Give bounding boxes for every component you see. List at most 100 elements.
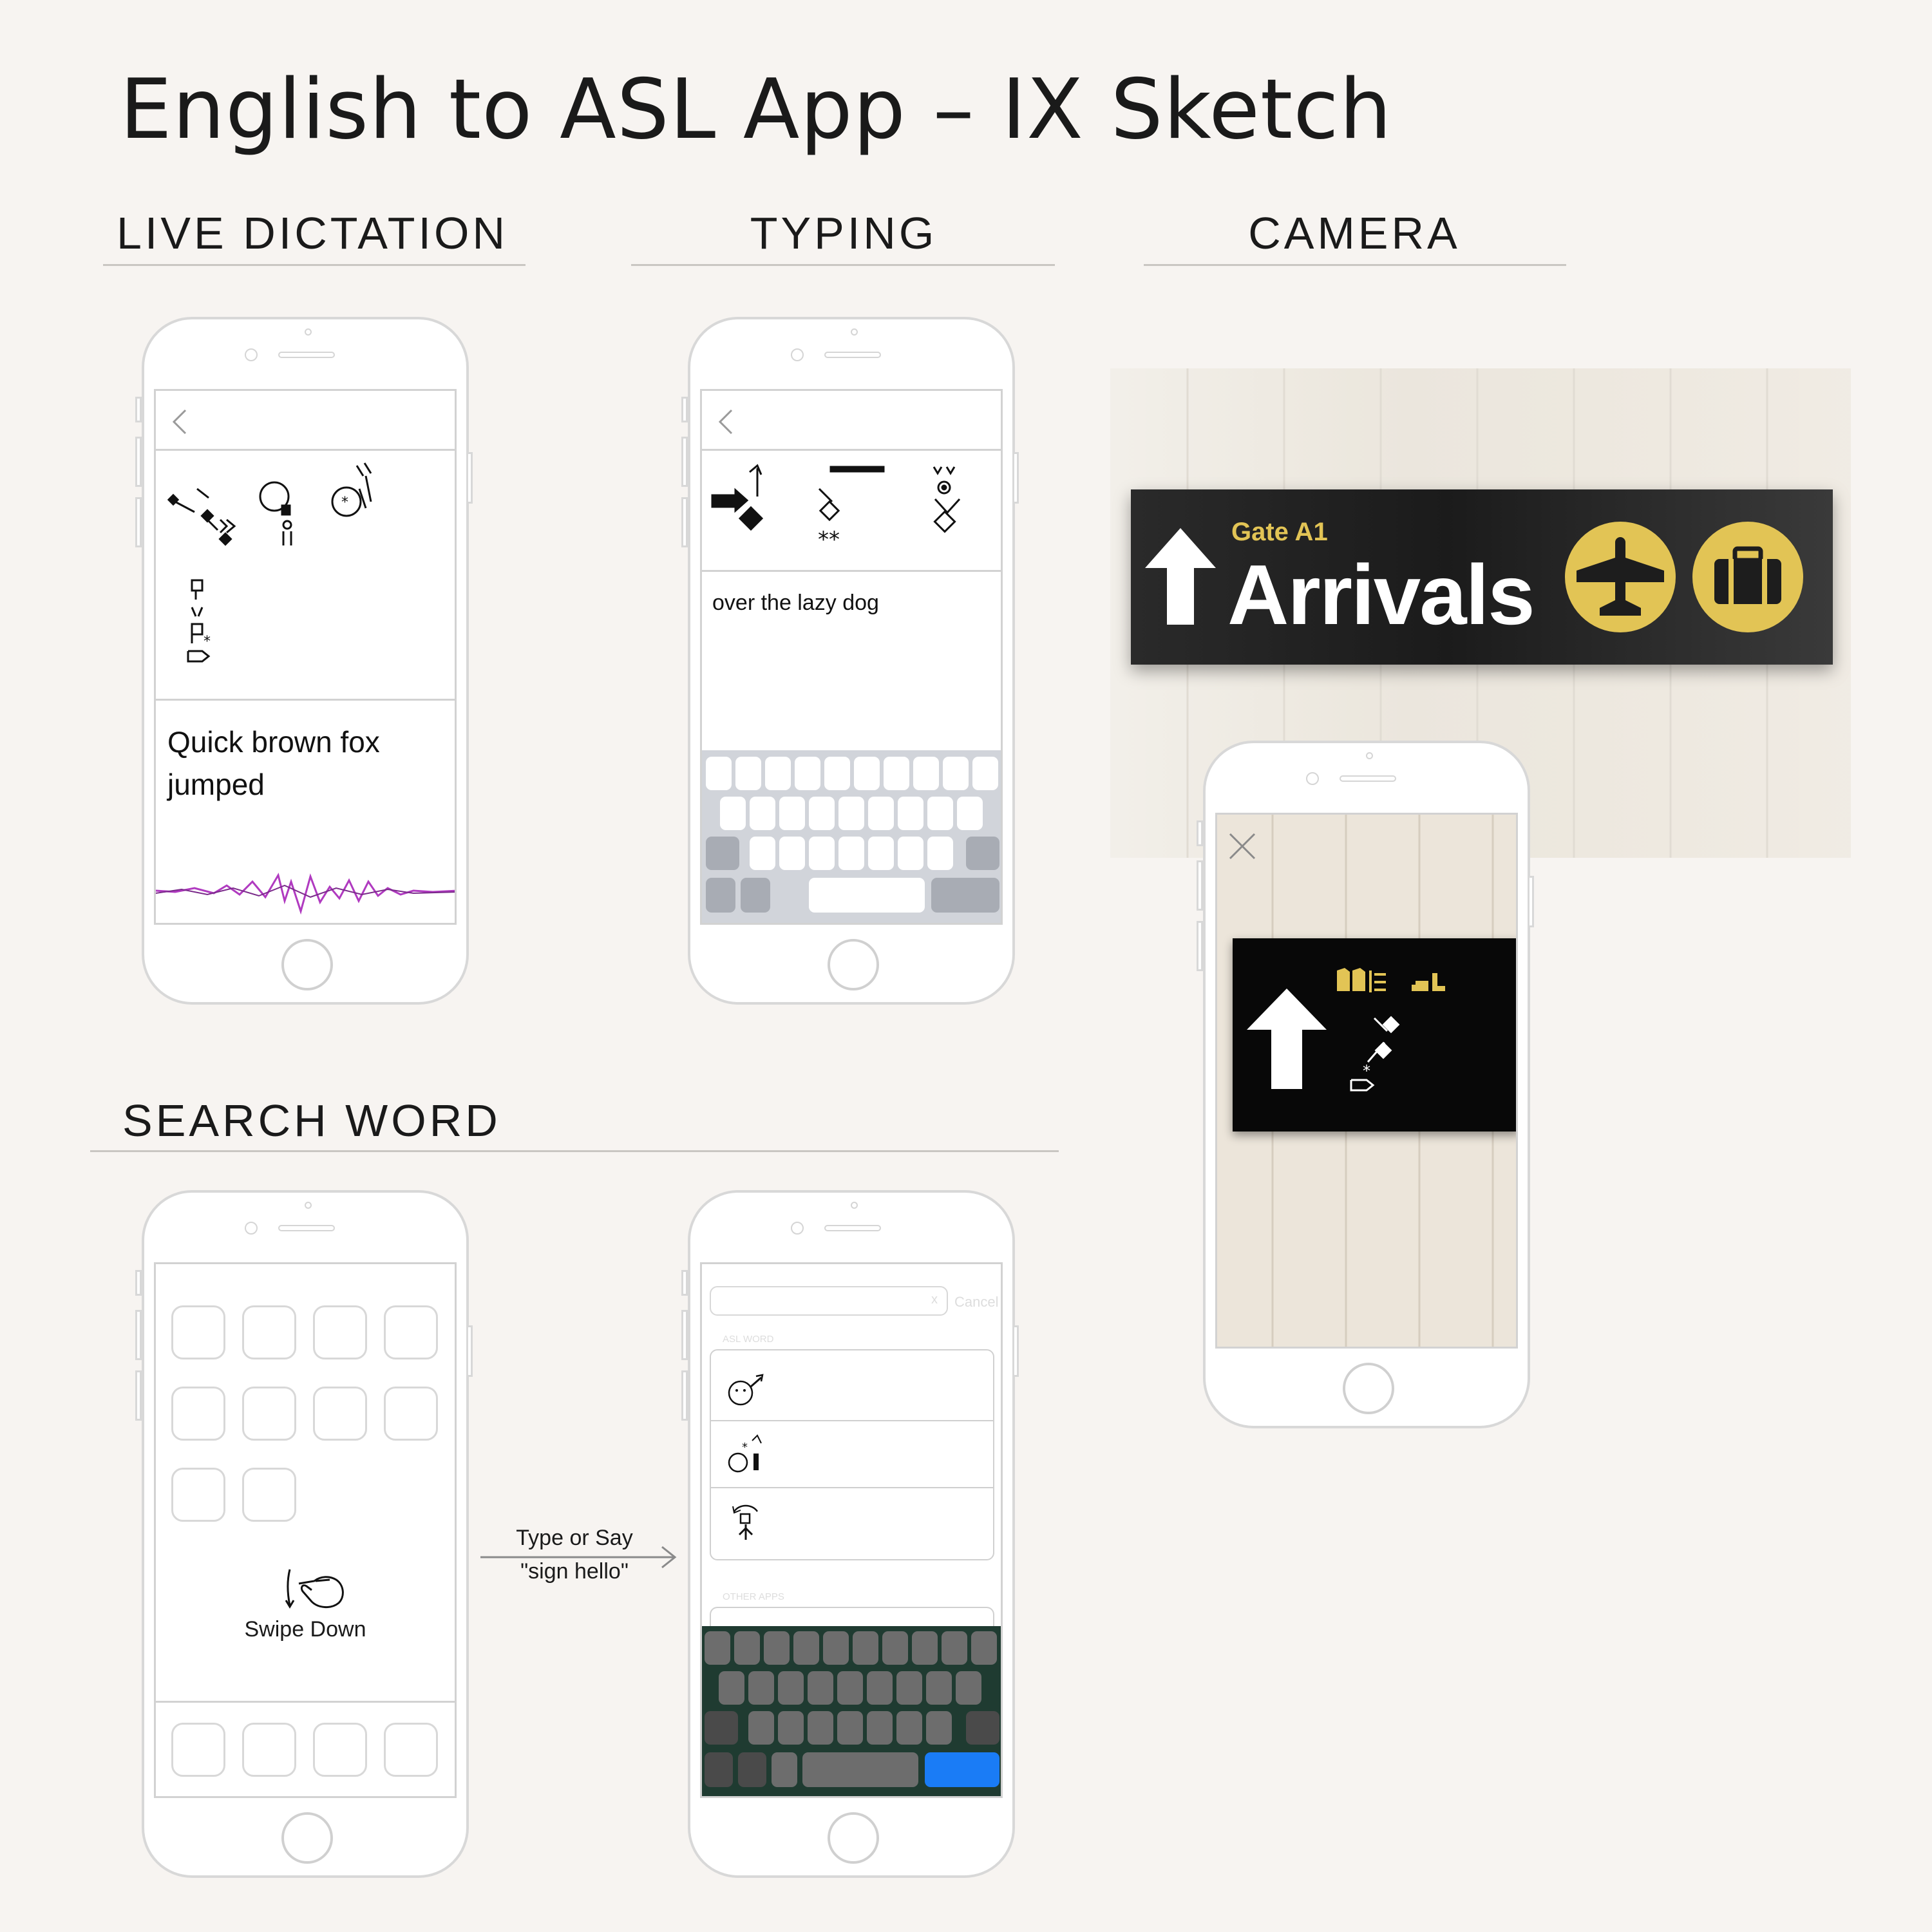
keyboard-key[interactable] bbox=[927, 837, 953, 870]
app-icon[interactable] bbox=[171, 1468, 225, 1522]
keyboard-key[interactable] bbox=[837, 1711, 863, 1745]
keyboard-key[interactable] bbox=[795, 757, 820, 790]
keyboard-key[interactable] bbox=[778, 1671, 804, 1705]
dock-app-icon[interactable] bbox=[384, 1723, 438, 1777]
back-chevron-icon[interactable] bbox=[716, 408, 735, 436]
cancel-button[interactable]: Cancel bbox=[954, 1294, 999, 1310]
keyboard-key[interactable] bbox=[750, 797, 775, 830]
keyboard-key[interactable] bbox=[808, 1671, 833, 1705]
backspace-key[interactable] bbox=[966, 837, 999, 870]
home-button[interactable] bbox=[828, 1812, 879, 1864]
keyboard-key[interactable] bbox=[853, 1631, 878, 1665]
globe-key[interactable] bbox=[741, 878, 770, 913]
close-icon[interactable] bbox=[1227, 831, 1257, 861]
keyboard-key[interactable] bbox=[943, 757, 969, 790]
home-button[interactable] bbox=[281, 1812, 333, 1864]
app-icon[interactable] bbox=[313, 1387, 367, 1441]
keyboard-key[interactable] bbox=[719, 1671, 744, 1705]
home-button[interactable] bbox=[1343, 1363, 1394, 1414]
app-icon[interactable] bbox=[384, 1305, 438, 1359]
keyboard-key[interactable] bbox=[896, 1671, 922, 1705]
keyboard-key[interactable] bbox=[913, 757, 939, 790]
keyboard-key[interactable] bbox=[838, 797, 864, 830]
keyboard-key[interactable] bbox=[926, 1671, 952, 1705]
app-icon[interactable] bbox=[242, 1387, 296, 1441]
keyboard-key[interactable] bbox=[734, 1631, 760, 1665]
backspace-key[interactable] bbox=[966, 1711, 999, 1745]
keyboard-key[interactable] bbox=[748, 1711, 774, 1745]
numbers-key[interactable] bbox=[706, 878, 735, 913]
keyboard-key[interactable] bbox=[884, 757, 909, 790]
keyboard-key[interactable] bbox=[750, 837, 775, 870]
shift-key[interactable] bbox=[706, 837, 739, 870]
shift-key[interactable] bbox=[705, 1711, 738, 1745]
keyboard-key[interactable] bbox=[838, 837, 864, 870]
keyboard-key[interactable] bbox=[867, 1671, 893, 1705]
keyboard-key[interactable] bbox=[735, 757, 761, 790]
page-title: English to ASL App – IX Sketch bbox=[120, 62, 1392, 158]
phone-home-screen: Swipe Down bbox=[135, 1190, 473, 1878]
phone-camera bbox=[305, 328, 312, 336]
keyboard-key[interactable] bbox=[779, 837, 805, 870]
app-icon[interactable] bbox=[242, 1468, 296, 1522]
result-row[interactable]: Hello, Hey, Hi bbox=[711, 1350, 993, 1421]
back-chevron-icon[interactable] bbox=[170, 408, 189, 436]
keyboard-key[interactable] bbox=[912, 1631, 938, 1665]
keyboard-key[interactable] bbox=[808, 1711, 833, 1745]
keyboard-key[interactable] bbox=[957, 797, 983, 830]
keyboard[interactable] bbox=[702, 750, 1001, 923]
keyboard-key[interactable] bbox=[823, 1631, 849, 1665]
keyboard-key[interactable] bbox=[898, 837, 923, 870]
keyboard-key[interactable] bbox=[898, 797, 923, 830]
keyboard-key[interactable] bbox=[778, 1711, 804, 1745]
space-key[interactable] bbox=[809, 878, 925, 913]
clear-search-button[interactable]: x bbox=[931, 1293, 938, 1307]
keyboard-key[interactable] bbox=[868, 797, 894, 830]
keyboard-key[interactable] bbox=[824, 757, 850, 790]
search-return-key[interactable] bbox=[925, 1752, 999, 1787]
keyboard-key[interactable] bbox=[837, 1671, 863, 1705]
keyboard-key[interactable] bbox=[706, 757, 732, 790]
space-key[interactable] bbox=[802, 1752, 918, 1787]
numbers-key[interactable] bbox=[705, 1752, 733, 1787]
app-icon[interactable] bbox=[242, 1305, 296, 1359]
keyboard-key[interactable] bbox=[720, 797, 746, 830]
return-key[interactable] bbox=[931, 878, 999, 913]
keyboard-key[interactable] bbox=[764, 1631, 790, 1665]
globe-key[interactable] bbox=[738, 1752, 766, 1787]
swipe-down-gesture-icon bbox=[285, 1569, 344, 1609]
keyboard-key[interactable] bbox=[809, 797, 835, 830]
keyboard-key[interactable] bbox=[867, 1711, 893, 1745]
app-icon[interactable] bbox=[171, 1387, 225, 1441]
keyboard-key[interactable] bbox=[854, 757, 880, 790]
app-icon[interactable] bbox=[313, 1305, 367, 1359]
keyboard-key[interactable] bbox=[972, 757, 998, 790]
keyboard-key[interactable] bbox=[927, 797, 953, 830]
keyboard-key[interactable] bbox=[926, 1711, 952, 1745]
keyboard-key[interactable] bbox=[942, 1631, 967, 1665]
mic-key[interactable] bbox=[772, 1752, 797, 1787]
keyboard-key[interactable] bbox=[705, 1631, 730, 1665]
result-row[interactable]: Hello, Wave, Goodbye bbox=[711, 1488, 993, 1560]
app-icon[interactable] bbox=[171, 1305, 225, 1359]
app-icon[interactable] bbox=[384, 1387, 438, 1441]
phone-sensor bbox=[245, 348, 258, 361]
keyboard[interactable] bbox=[702, 1626, 1001, 1796]
keyboard-key[interactable] bbox=[809, 837, 835, 870]
result-row[interactable]: * Hello bbox=[711, 1421, 993, 1488]
keyboard-key[interactable] bbox=[765, 757, 791, 790]
dock-app-icon[interactable] bbox=[171, 1723, 225, 1777]
dock-app-icon[interactable] bbox=[313, 1723, 367, 1777]
keyboard-key[interactable] bbox=[779, 797, 805, 830]
keyboard-key[interactable] bbox=[956, 1671, 981, 1705]
keyboard-key[interactable] bbox=[896, 1711, 922, 1745]
search-field[interactable]: sign hello x bbox=[710, 1286, 948, 1316]
home-button[interactable] bbox=[828, 939, 879, 990]
keyboard-key[interactable] bbox=[882, 1631, 908, 1665]
home-button[interactable] bbox=[281, 939, 333, 990]
dock-app-icon[interactable] bbox=[242, 1723, 296, 1777]
keyboard-key[interactable] bbox=[971, 1631, 997, 1665]
keyboard-key[interactable] bbox=[748, 1671, 774, 1705]
keyboard-key[interactable] bbox=[793, 1631, 819, 1665]
keyboard-key[interactable] bbox=[868, 837, 894, 870]
